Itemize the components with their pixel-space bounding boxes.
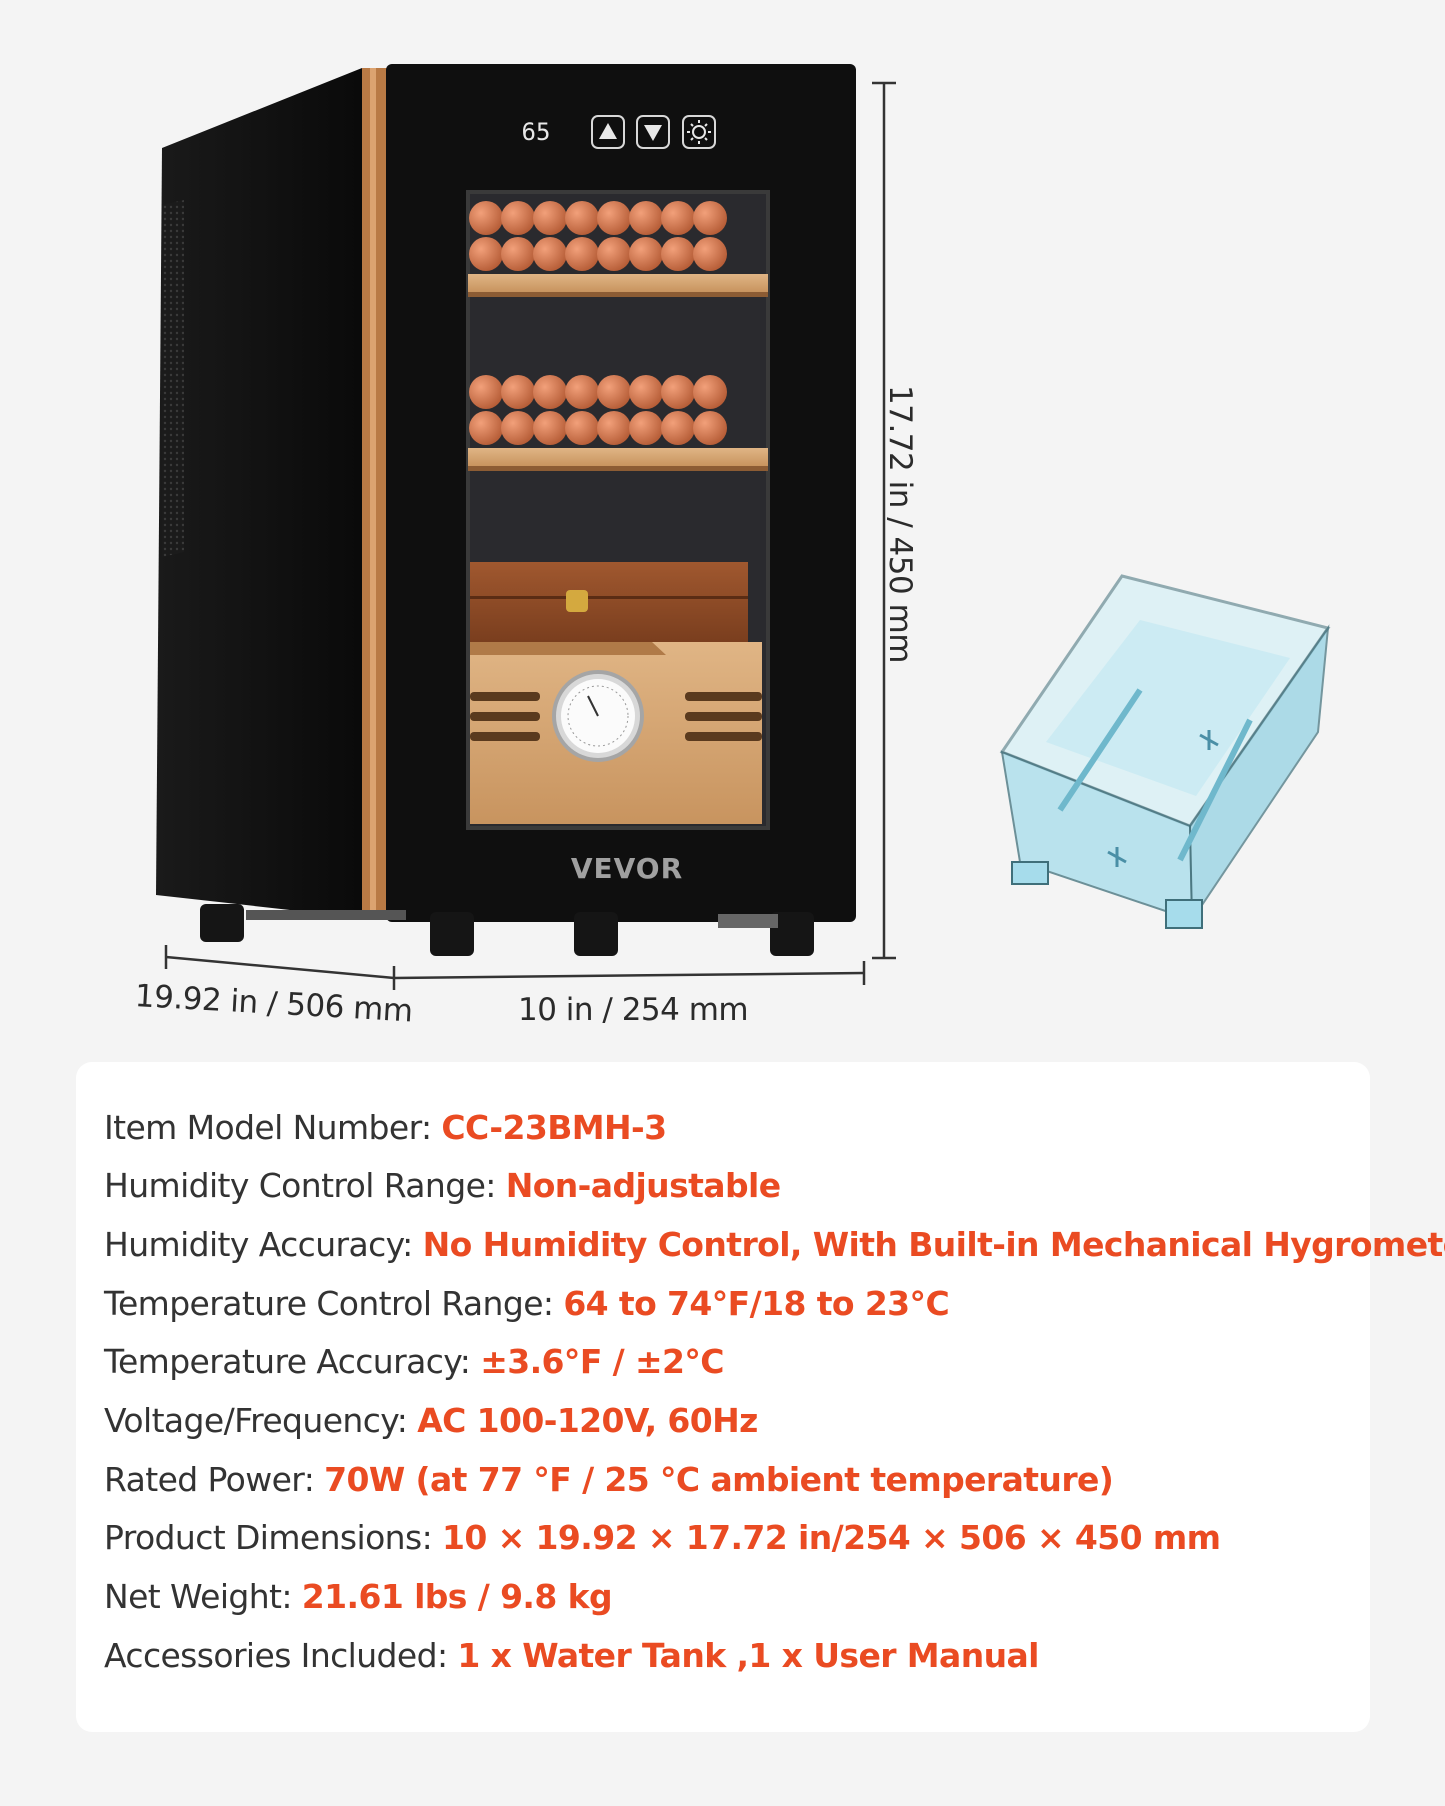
spec-label: Product Dimensions:	[104, 1518, 442, 1557]
down-arrow-icon[interactable]	[636, 115, 670, 149]
spec-label: Humidity Control Range:	[104, 1166, 506, 1205]
spec-value: 64 to 74°F/18 to 23°C	[563, 1284, 950, 1323]
spec-value: AC 100-120V, 60Hz	[417, 1401, 758, 1440]
cigar-row-top	[469, 201, 727, 271]
spec-row-humidity-range: Humidity Control Range: Non-adjustable	[104, 1166, 781, 1206]
spec-row-model: Item Model Number: CC-23BMH-3	[104, 1108, 667, 1148]
spec-row-temperature-range: Temperature Control Range: 64 to 74°F/18…	[104, 1284, 950, 1324]
spec-value: Non-adjustable	[505, 1166, 781, 1205]
up-arrow-icon[interactable]	[591, 115, 625, 149]
spec-row-dimensions: Product Dimensions: 10 × 19.92 × 17.72 i…	[104, 1518, 1221, 1558]
spec-value: No Humidity Control, With Built-in Mecha…	[422, 1225, 1445, 1264]
cabinet-side-panel	[156, 68, 375, 918]
hygrometer-gauge	[552, 670, 644, 762]
leather-humidor-box	[470, 562, 748, 642]
spec-row-voltage: Voltage/Frequency: AC 100-120V, 60Hz	[104, 1401, 758, 1441]
spec-row-humidity-accuracy: Humidity Accuracy: No Humidity Control, …	[104, 1225, 1445, 1265]
spec-label: Accessories Included:	[104, 1636, 458, 1675]
brand-logo: VEVOR	[571, 852, 683, 885]
glass-window	[466, 190, 770, 830]
shelf-middle	[468, 448, 768, 466]
spec-value: 1 x Water Tank ,1 x User Manual	[457, 1636, 1039, 1675]
shelf-top	[468, 274, 768, 292]
cigar-row-middle	[469, 375, 727, 445]
spec-value: CC-23BMH-3	[441, 1108, 667, 1147]
spec-label: Humidity Accuracy:	[104, 1225, 423, 1264]
temperature-display: 65	[522, 118, 551, 146]
dimension-lines	[164, 81, 896, 990]
cabinet-feet	[200, 904, 814, 956]
spec-label: Item Model Number:	[104, 1108, 442, 1147]
spec-label: Net Weight:	[104, 1577, 302, 1616]
spec-row-accessories: Accessories Included: 1 x Water Tank ,1 …	[104, 1636, 1039, 1676]
dimension-width-label: 10 in / 254 mm	[518, 992, 749, 1028]
dimension-height-label: 17.72 in / 450 mm	[882, 385, 918, 663]
light-icon[interactable]	[682, 115, 716, 149]
spec-row-temperature-accuracy: Temperature Accuracy: ±3.6°F / ±2°C	[104, 1342, 725, 1382]
spec-row-weight: Net Weight: 21.61 lbs / 9.8 kg	[104, 1577, 613, 1617]
spec-value: 70W (at 77 °F / 25 °C ambient temperatur…	[324, 1460, 1114, 1499]
spec-value: 10 × 19.92 × 17.72 in/254 × 506 × 450 mm	[442, 1518, 1221, 1557]
vent-grille	[162, 200, 184, 557]
specifications-card: Item Model Number: CC-23BMH-3 Humidity C…	[76, 1062, 1445, 1732]
spec-value: ±3.6°F / ±2°C	[480, 1342, 724, 1381]
water-tank-accessory	[999, 574, 1331, 929]
spec-label: Voltage/Frequency:	[104, 1401, 418, 1440]
spec-row-power: Rated Power: 70W (at 77 °F / 25 °C ambie…	[104, 1460, 1114, 1500]
wooden-drawer	[470, 642, 762, 824]
spec-value: 21.61 lbs / 9.8 kg	[301, 1577, 613, 1616]
spec-label: Rated Power:	[104, 1460, 325, 1499]
cigar-humidor-illustration: 65	[156, 64, 1331, 990]
spec-label: Temperature Control Range:	[104, 1284, 564, 1323]
spec-label: Temperature Accuracy:	[104, 1342, 481, 1381]
control-panel: 65	[522, 115, 716, 149]
